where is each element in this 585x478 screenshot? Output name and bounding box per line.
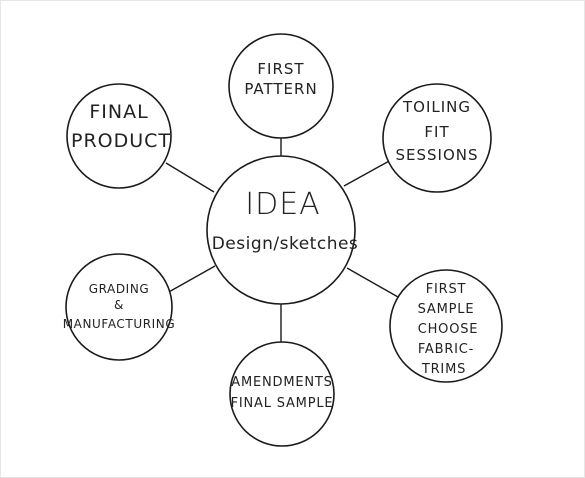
node-first-sample-line-1: FIRST bbox=[426, 282, 467, 297]
node-center-idea: IDEA Design/sketches bbox=[206, 155, 359, 305]
node-first-sample-line-5: TRIMS bbox=[421, 362, 466, 377]
node-first-sample-line-4: FABRIC- bbox=[418, 342, 474, 357]
node-amendments-line-2: FINAL SAMPLE bbox=[231, 396, 334, 411]
node-amendments-line-1: AMENDMENTS bbox=[231, 375, 332, 390]
connector-toiling bbox=[343, 159, 392, 187]
node-first-pattern-line-1: FIRST bbox=[257, 60, 304, 78]
node-final-product-line-1: FINAL bbox=[89, 101, 148, 123]
center-title: IDEA bbox=[245, 187, 320, 222]
node-grading-line-2: & bbox=[114, 298, 124, 312]
connector-final-product bbox=[165, 162, 215, 193]
center-subtitle: Design/sketches bbox=[212, 234, 359, 254]
node-final-product: FINAL PRODUCT bbox=[66, 83, 172, 189]
node-final-product-line-2: PRODUCT bbox=[71, 130, 171, 152]
connector-first-sample bbox=[346, 267, 399, 298]
node-first-pattern: FIRST PATTERN bbox=[228, 33, 334, 139]
node-first-sample: FIRST SAMPLE CHOOSE FABRIC- TRIMS bbox=[389, 269, 503, 383]
node-toiling-line-1: TOILING bbox=[402, 98, 471, 116]
node-grading-line-1: GRADING bbox=[89, 282, 150, 296]
node-grading-manufacturing: GRADING & MANUFACTURING bbox=[63, 253, 176, 361]
node-toiling-line-3: SESSIONS bbox=[395, 146, 478, 164]
node-grading-line-3: MANUFACTURING bbox=[63, 317, 176, 331]
connector-grading bbox=[166, 265, 216, 294]
node-toiling-line-2: FIT bbox=[424, 123, 449, 141]
node-amendments: AMENDMENTS FINAL SAMPLE bbox=[229, 341, 335, 447]
node-first-pattern-line-2: PATTERN bbox=[244, 80, 317, 98]
node-toiling-fit-sessions: TOILING FIT SESSIONS bbox=[382, 83, 492, 193]
node-first-sample-line-3: CHOOSE bbox=[418, 322, 479, 337]
node-first-sample-line-2: SAMPLE bbox=[418, 302, 475, 317]
